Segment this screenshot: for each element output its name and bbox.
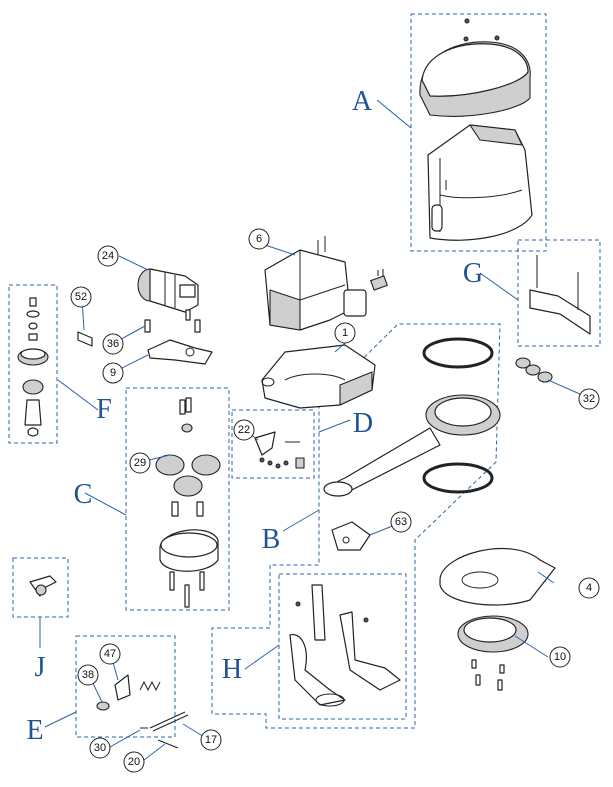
hardware-kit-part bbox=[254, 431, 305, 469]
callout-29-label: 29 bbox=[134, 457, 146, 469]
callout-38: 38 bbox=[77, 664, 99, 686]
group-letter-b: B bbox=[262, 524, 281, 555]
spring-latch-part bbox=[96, 674, 161, 711]
callout-10: 10 bbox=[549, 646, 571, 668]
callout-52-label: 52 bbox=[75, 291, 87, 303]
callout-24: 24 bbox=[97, 245, 119, 267]
group-letter-c: C bbox=[74, 479, 93, 510]
callout-1-label: 1 bbox=[342, 327, 348, 339]
callout-22-label: 22 bbox=[238, 424, 250, 436]
group-g-box bbox=[517, 239, 601, 347]
callout-6-label: 6 bbox=[256, 233, 262, 245]
base-casting-part bbox=[261, 344, 376, 409]
group-letter-e: E bbox=[26, 715, 43, 746]
clip-part bbox=[77, 331, 93, 347]
callout-17: 17 bbox=[200, 729, 222, 751]
callout-30: 30 bbox=[89, 737, 111, 759]
plate-part bbox=[147, 339, 213, 365]
group-letter-a: A bbox=[352, 86, 373, 117]
callout-20-label: 20 bbox=[128, 756, 140, 768]
group-letter-j: J bbox=[35, 652, 46, 683]
group-letter-g: G bbox=[463, 258, 483, 289]
callout-9: 9 bbox=[102, 362, 124, 384]
callout-10-label: 10 bbox=[554, 651, 566, 663]
callout-1: 1 bbox=[334, 322, 356, 344]
callout-20: 20 bbox=[123, 751, 145, 773]
mount-bracket-part bbox=[529, 255, 591, 335]
arm-linkage-part bbox=[289, 584, 401, 707]
group-c-box bbox=[125, 387, 230, 611]
group-letter-f: F bbox=[96, 394, 112, 425]
group-d-box bbox=[231, 409, 315, 479]
callout-22: 22 bbox=[233, 419, 255, 441]
shaft-stack-part bbox=[17, 297, 49, 437]
callout-29: 29 bbox=[129, 452, 151, 474]
callout-32: 32 bbox=[578, 388, 600, 410]
nuts-part bbox=[515, 357, 553, 383]
arm-part bbox=[323, 394, 501, 497]
callout-47-label: 47 bbox=[104, 648, 116, 660]
callout-36-label: 36 bbox=[107, 338, 119, 350]
gear-train-part bbox=[155, 397, 221, 608]
callout-36: 36 bbox=[102, 333, 124, 355]
key-part bbox=[29, 575, 57, 597]
group-h-box bbox=[278, 573, 407, 720]
callout-4-label: 4 bbox=[586, 582, 592, 594]
callout-9-label: 9 bbox=[110, 367, 116, 379]
motor-bracket-part bbox=[264, 236, 367, 331]
callout-17-label: 17 bbox=[205, 734, 217, 746]
cover-part bbox=[419, 18, 531, 117]
o-rings-part bbox=[422, 337, 494, 494]
group-f-box bbox=[8, 284, 58, 444]
group-a-box bbox=[410, 13, 547, 252]
callout-24-label: 24 bbox=[102, 250, 114, 262]
floor-plate-part bbox=[439, 547, 556, 606]
group-e-box bbox=[75, 635, 176, 738]
small-screw-part bbox=[144, 309, 201, 333]
housing-part bbox=[427, 124, 533, 241]
callout-6: 6 bbox=[248, 228, 270, 250]
motor-part bbox=[137, 268, 199, 313]
pin-parts bbox=[140, 711, 189, 749]
callout-30-label: 30 bbox=[94, 742, 106, 754]
disc-part bbox=[457, 615, 529, 691]
callout-4: 4 bbox=[578, 577, 600, 599]
callout-63: 63 bbox=[390, 511, 412, 533]
callout-52: 52 bbox=[70, 286, 92, 308]
callout-32-label: 32 bbox=[583, 393, 595, 405]
connector-part bbox=[370, 269, 388, 291]
group-letter-d: D bbox=[353, 408, 373, 439]
callout-63-label: 63 bbox=[395, 516, 407, 528]
callout-38-label: 38 bbox=[82, 669, 94, 681]
arm-bracket-part bbox=[331, 521, 371, 551]
group-letter-h: H bbox=[222, 654, 242, 685]
callout-47: 47 bbox=[99, 643, 121, 665]
